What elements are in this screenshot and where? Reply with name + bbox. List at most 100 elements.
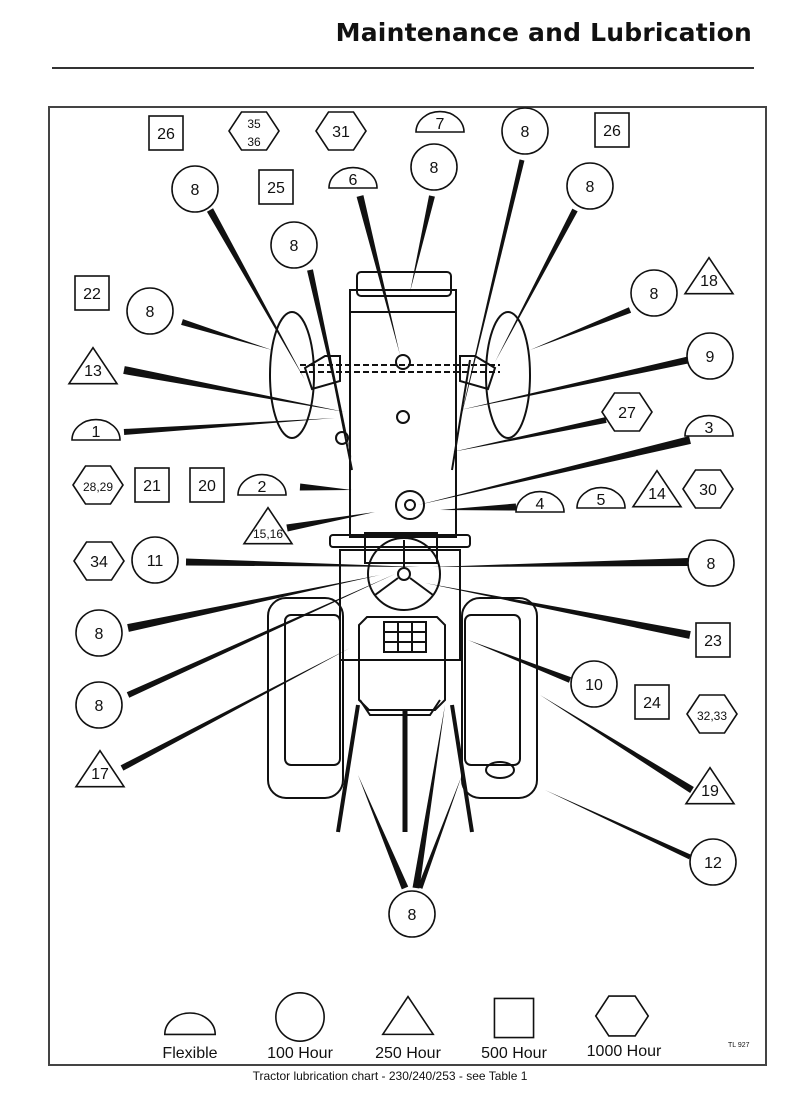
callout-label: 20: [198, 478, 216, 495]
leader-line: [123, 418, 335, 435]
title-rule: [52, 67, 754, 69]
callout-label: 17: [91, 766, 109, 783]
callout-label: 11: [147, 553, 164, 570]
callout-square: 26: [594, 112, 630, 148]
callout-circle: 8: [687, 539, 735, 587]
circle-icon: [131, 536, 179, 584]
callout-semicircle: 3: [684, 414, 734, 437]
callout-semicircle: 6: [328, 166, 378, 189]
callout-label: 14: [648, 486, 666, 503]
leader-line: [417, 775, 462, 889]
legend-label: 250 Hour: [375, 1045, 441, 1062]
callout-circle: 10: [570, 660, 618, 708]
leader-line: [540, 695, 694, 793]
drawbar-frame: [359, 699, 441, 716]
hexagon-icon: [686, 694, 738, 734]
semicircle-icon: [415, 110, 465, 133]
front-right-wheel: [485, 311, 531, 439]
callout-square: 21: [134, 467, 170, 503]
leader-line: [127, 575, 380, 632]
callout-label: 8: [408, 907, 417, 924]
callout-circle: 8: [566, 162, 614, 210]
leader-line: [458, 159, 525, 430]
circle-icon: [570, 660, 618, 708]
callout-label: 36: [247, 135, 261, 149]
leader-line: [460, 356, 689, 410]
leader-line: [286, 512, 375, 532]
steering-spoke: [374, 577, 399, 596]
seat: [358, 616, 446, 711]
square-icon: [594, 112, 630, 148]
callout-circle: 8: [171, 165, 219, 213]
hexagon-icon: [72, 465, 124, 505]
leader-line: [185, 558, 420, 567]
square-icon: [189, 467, 225, 503]
callout-label: 34: [90, 554, 108, 571]
callout-triangle: 18: [683, 256, 735, 295]
callout-label: 35: [247, 117, 261, 131]
circle-icon: [75, 681, 123, 729]
callout-label: 19: [701, 783, 719, 800]
legend-label: Flexible: [162, 1045, 217, 1062]
legend-label: 1000 Hour: [587, 1043, 662, 1060]
leader-line: [418, 436, 691, 505]
callout-label: 6: [349, 172, 358, 189]
circle-icon: [501, 107, 549, 155]
callout-label: 18: [700, 273, 718, 290]
callout-semicircle: 4: [515, 490, 565, 513]
callout-label: 8: [707, 556, 716, 573]
front-left-wheel: [269, 311, 315, 439]
leader-line: [432, 558, 689, 567]
circle-icon: [75, 609, 123, 657]
callout-label: 10: [585, 677, 603, 694]
callout-label: 1: [92, 424, 101, 441]
leader-line: [356, 195, 400, 355]
callout-label: 30: [699, 482, 717, 499]
circle-icon: [126, 287, 174, 335]
callout-circle: 8: [75, 681, 123, 729]
legend-item: Flexible: [162, 1012, 218, 1062]
callout-label: 8: [430, 160, 439, 177]
callout-label: 27: [618, 405, 636, 422]
callout-label: 22: [83, 286, 101, 303]
circle-icon: [566, 162, 614, 210]
triangle-icon: [684, 766, 736, 805]
triangle-icon: [683, 256, 735, 295]
legend-triangle-icon: [381, 995, 435, 1036]
callout-label: 28,29: [83, 480, 113, 494]
circle-icon: [388, 890, 436, 938]
right-fender: [464, 614, 521, 766]
callout-label: 13: [84, 363, 102, 380]
leader-line: [358, 775, 409, 890]
grease-nipple: [396, 410, 410, 424]
leader-line: [181, 319, 272, 350]
triangle-icon: [67, 346, 119, 385]
callout-label: 4: [536, 496, 545, 513]
triangle-icon: [631, 469, 683, 508]
leader-line: [440, 503, 517, 511]
square-icon: [258, 169, 294, 205]
leader-line: [123, 366, 345, 412]
callout-label: 25: [267, 180, 285, 197]
leader-line: [545, 790, 692, 860]
callout-square: 25: [258, 169, 294, 205]
callout-label: 26: [157, 126, 175, 143]
lower-link-left: [336, 704, 360, 833]
semicircle-icon: [515, 490, 565, 513]
legend-label: 100 Hour: [267, 1045, 333, 1062]
hexagon-icon: [682, 469, 734, 509]
callout-semicircle: 5: [576, 486, 626, 509]
square-icon: [695, 622, 731, 658]
legend-item: 1000 Hour: [587, 995, 662, 1060]
circle-icon: [689, 838, 737, 886]
left-steering-knuckle: [303, 355, 341, 391]
legend-square-icon: [493, 997, 535, 1039]
steering-hub: [397, 567, 411, 581]
leader-line: [452, 417, 607, 452]
legend-item: 500 Hour: [481, 997, 548, 1062]
semicircle-icon: [71, 418, 121, 441]
semicircle-icon: [328, 166, 378, 189]
page-title: Maintenance and Lubrication: [335, 18, 752, 47]
